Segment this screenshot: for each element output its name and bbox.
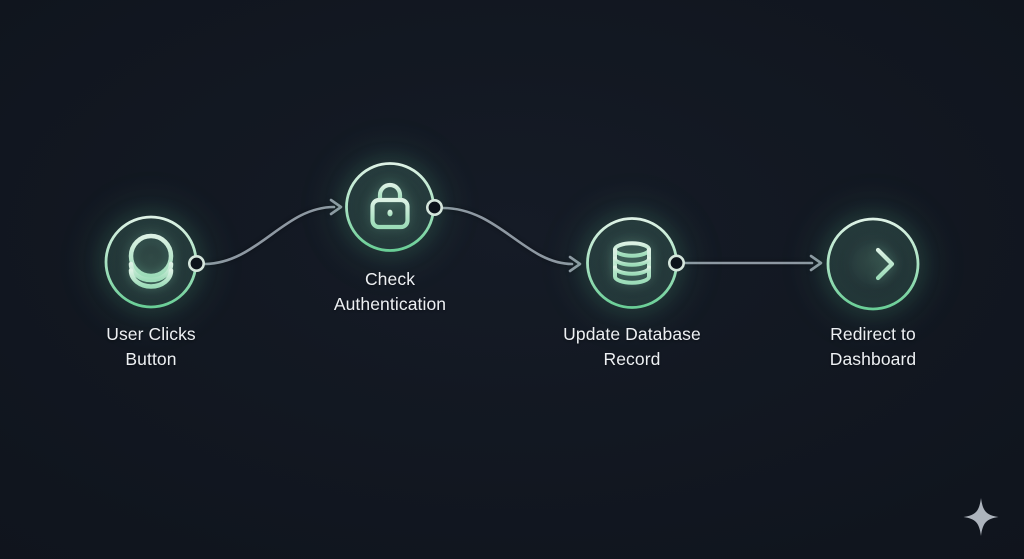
label-line: Check (364, 269, 416, 289)
label-line: Update Database (563, 324, 701, 344)
connector-dot-1 (188, 254, 206, 272)
label-line: Redirect to (830, 324, 916, 344)
node-fill (106, 217, 196, 307)
node-label-check-authentication: Check Authentication (270, 267, 510, 317)
connector-dot-3 (667, 254, 685, 272)
node-label-user-clicks-button: User Clicks Button (31, 322, 271, 372)
label-line: Record (603, 349, 661, 369)
node-label-update-database-record: Update Database Record (512, 322, 752, 372)
arrow-right-icon (850, 247, 895, 281)
label-line: Dashboard (829, 349, 917, 369)
node-ring (826, 217, 920, 311)
label-line: User Clicks (106, 324, 196, 344)
node-user-clicks-button (65, 176, 237, 348)
label-line: Authentication (333, 294, 447, 314)
connector-dot-2 (425, 199, 443, 217)
database-icon (613, 241, 651, 285)
node-fill (346, 163, 434, 251)
lock-icon (370, 182, 410, 230)
button-press-icon (128, 233, 174, 289)
node-check-authentication (306, 123, 474, 291)
node-update-database-record (548, 179, 716, 347)
node-label-redirect-to-dashboard: Redirect to Dashboard (753, 322, 993, 372)
node-redirect-to-dashboard (789, 180, 957, 348)
label-line: Button (125, 349, 177, 369)
sparkle-icon (963, 498, 999, 536)
